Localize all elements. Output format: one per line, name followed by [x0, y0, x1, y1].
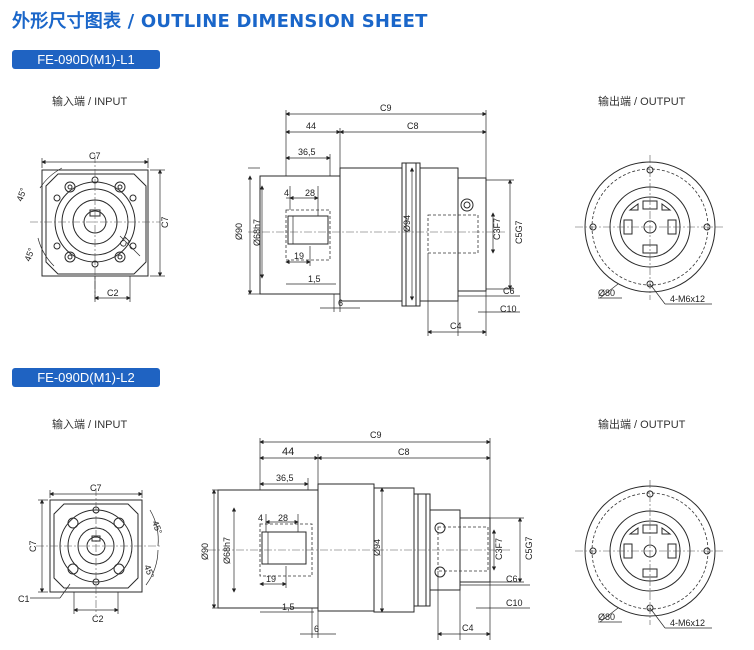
- page-title: 外形尺寸图表 / OUTLINE DIMENSION SHEET: [12, 11, 428, 32]
- dim-c2-l2: C2: [92, 614, 104, 624]
- dim-6-l1: 6: [338, 298, 343, 308]
- dim-c7-right-l1: C7: [160, 216, 170, 228]
- output-label-l2: 输出端 / OUTPUT: [598, 419, 686, 431]
- dim-4-l1: 4: [284, 188, 289, 198]
- output-label-l1: 输出端 / OUTPUT: [598, 96, 686, 108]
- dim-c10-l1: C10: [500, 304, 517, 314]
- dim-c8-l2: C8: [398, 447, 410, 457]
- dim-phi90-l1: Ø90: [234, 223, 244, 240]
- dim-phi80-l2: Ø80: [598, 612, 615, 622]
- angle-45-a-l1: 45°: [14, 186, 28, 203]
- dim-phi94-l2: Ø94: [372, 539, 382, 556]
- dim-15-l2: 1,5: [282, 602, 295, 612]
- dim-44-l1: 44: [306, 121, 316, 131]
- side-view-l2: [208, 438, 530, 640]
- dim-phi68-l2: Ø68h7: [222, 537, 232, 564]
- dim-c8-l1: C8: [407, 121, 419, 131]
- dim-c4-l1: C4: [450, 321, 462, 331]
- dim-19-l1: 19: [294, 251, 304, 261]
- output-view-l2: [575, 480, 725, 629]
- dim-c6-l1: C6: [503, 286, 515, 296]
- dim-c7-top-l2: C7: [90, 483, 102, 493]
- dim-phi94-l1: Ø94: [402, 215, 412, 232]
- dim-c6-l2: C6: [506, 574, 518, 584]
- dim-28-l1: 28: [305, 188, 315, 198]
- dim-c3-l1: C3F7: [492, 218, 502, 240]
- dim-c5-l1: C5G7: [514, 220, 524, 244]
- dim-c9-l2: C9: [370, 430, 382, 440]
- dim-c1-l2: C1: [18, 594, 30, 604]
- dim-phi90-l2: Ø90: [200, 543, 210, 560]
- dim-c4-l2: C4: [462, 623, 474, 633]
- dim-28-l2: 28: [278, 513, 288, 523]
- dim-44-l2: 44: [282, 446, 294, 458]
- output-view-l1: [575, 155, 725, 305]
- dim-365-l1: 36,5: [298, 147, 316, 157]
- dim-phi68-l1: Ø68h7: [252, 219, 262, 246]
- dim-365-l2: 36,5: [276, 473, 294, 483]
- dim-c5-l2: C5G7: [524, 536, 534, 560]
- dim-c10-l2: C10: [506, 598, 523, 608]
- input-label-l1: 输入端 / INPUT: [52, 96, 128, 108]
- dim-phi80-l1: Ø80: [598, 288, 615, 298]
- angle-45-a-l2: 45°: [150, 519, 164, 536]
- input-view-l1: [30, 155, 165, 302]
- dim-c7-top-l1: C7: [89, 151, 101, 161]
- angle-45-b-l2: 45°: [142, 563, 156, 580]
- dim-4-l2: 4: [258, 513, 263, 523]
- dim-15-l1: 1,5: [308, 274, 321, 284]
- dim-19-l2: 19: [266, 574, 276, 584]
- angle-45-b-l1: 45°: [22, 246, 36, 263]
- dim-c7-left-l2: C7: [28, 540, 38, 552]
- input-label-l2: 输入端 / INPUT: [52, 419, 128, 431]
- input-view-l2: [30, 488, 160, 615]
- dim-c9-l1: C9: [380, 103, 392, 113]
- dim-c3-l2: C3F7: [494, 538, 504, 560]
- side-view-l1: [247, 110, 520, 336]
- model-tag-l2: FE-090D(M1)-L2: [12, 368, 160, 387]
- dim-m6-l1: 4-M6x12: [670, 294, 705, 304]
- dim-m6-l2: 4-M6x12: [670, 618, 705, 628]
- model-tag-l1: FE-090D(M1)-L1: [12, 50, 160, 69]
- dim-c2-l1: C2: [107, 288, 119, 298]
- dim-6-l2: 6: [314, 624, 319, 634]
